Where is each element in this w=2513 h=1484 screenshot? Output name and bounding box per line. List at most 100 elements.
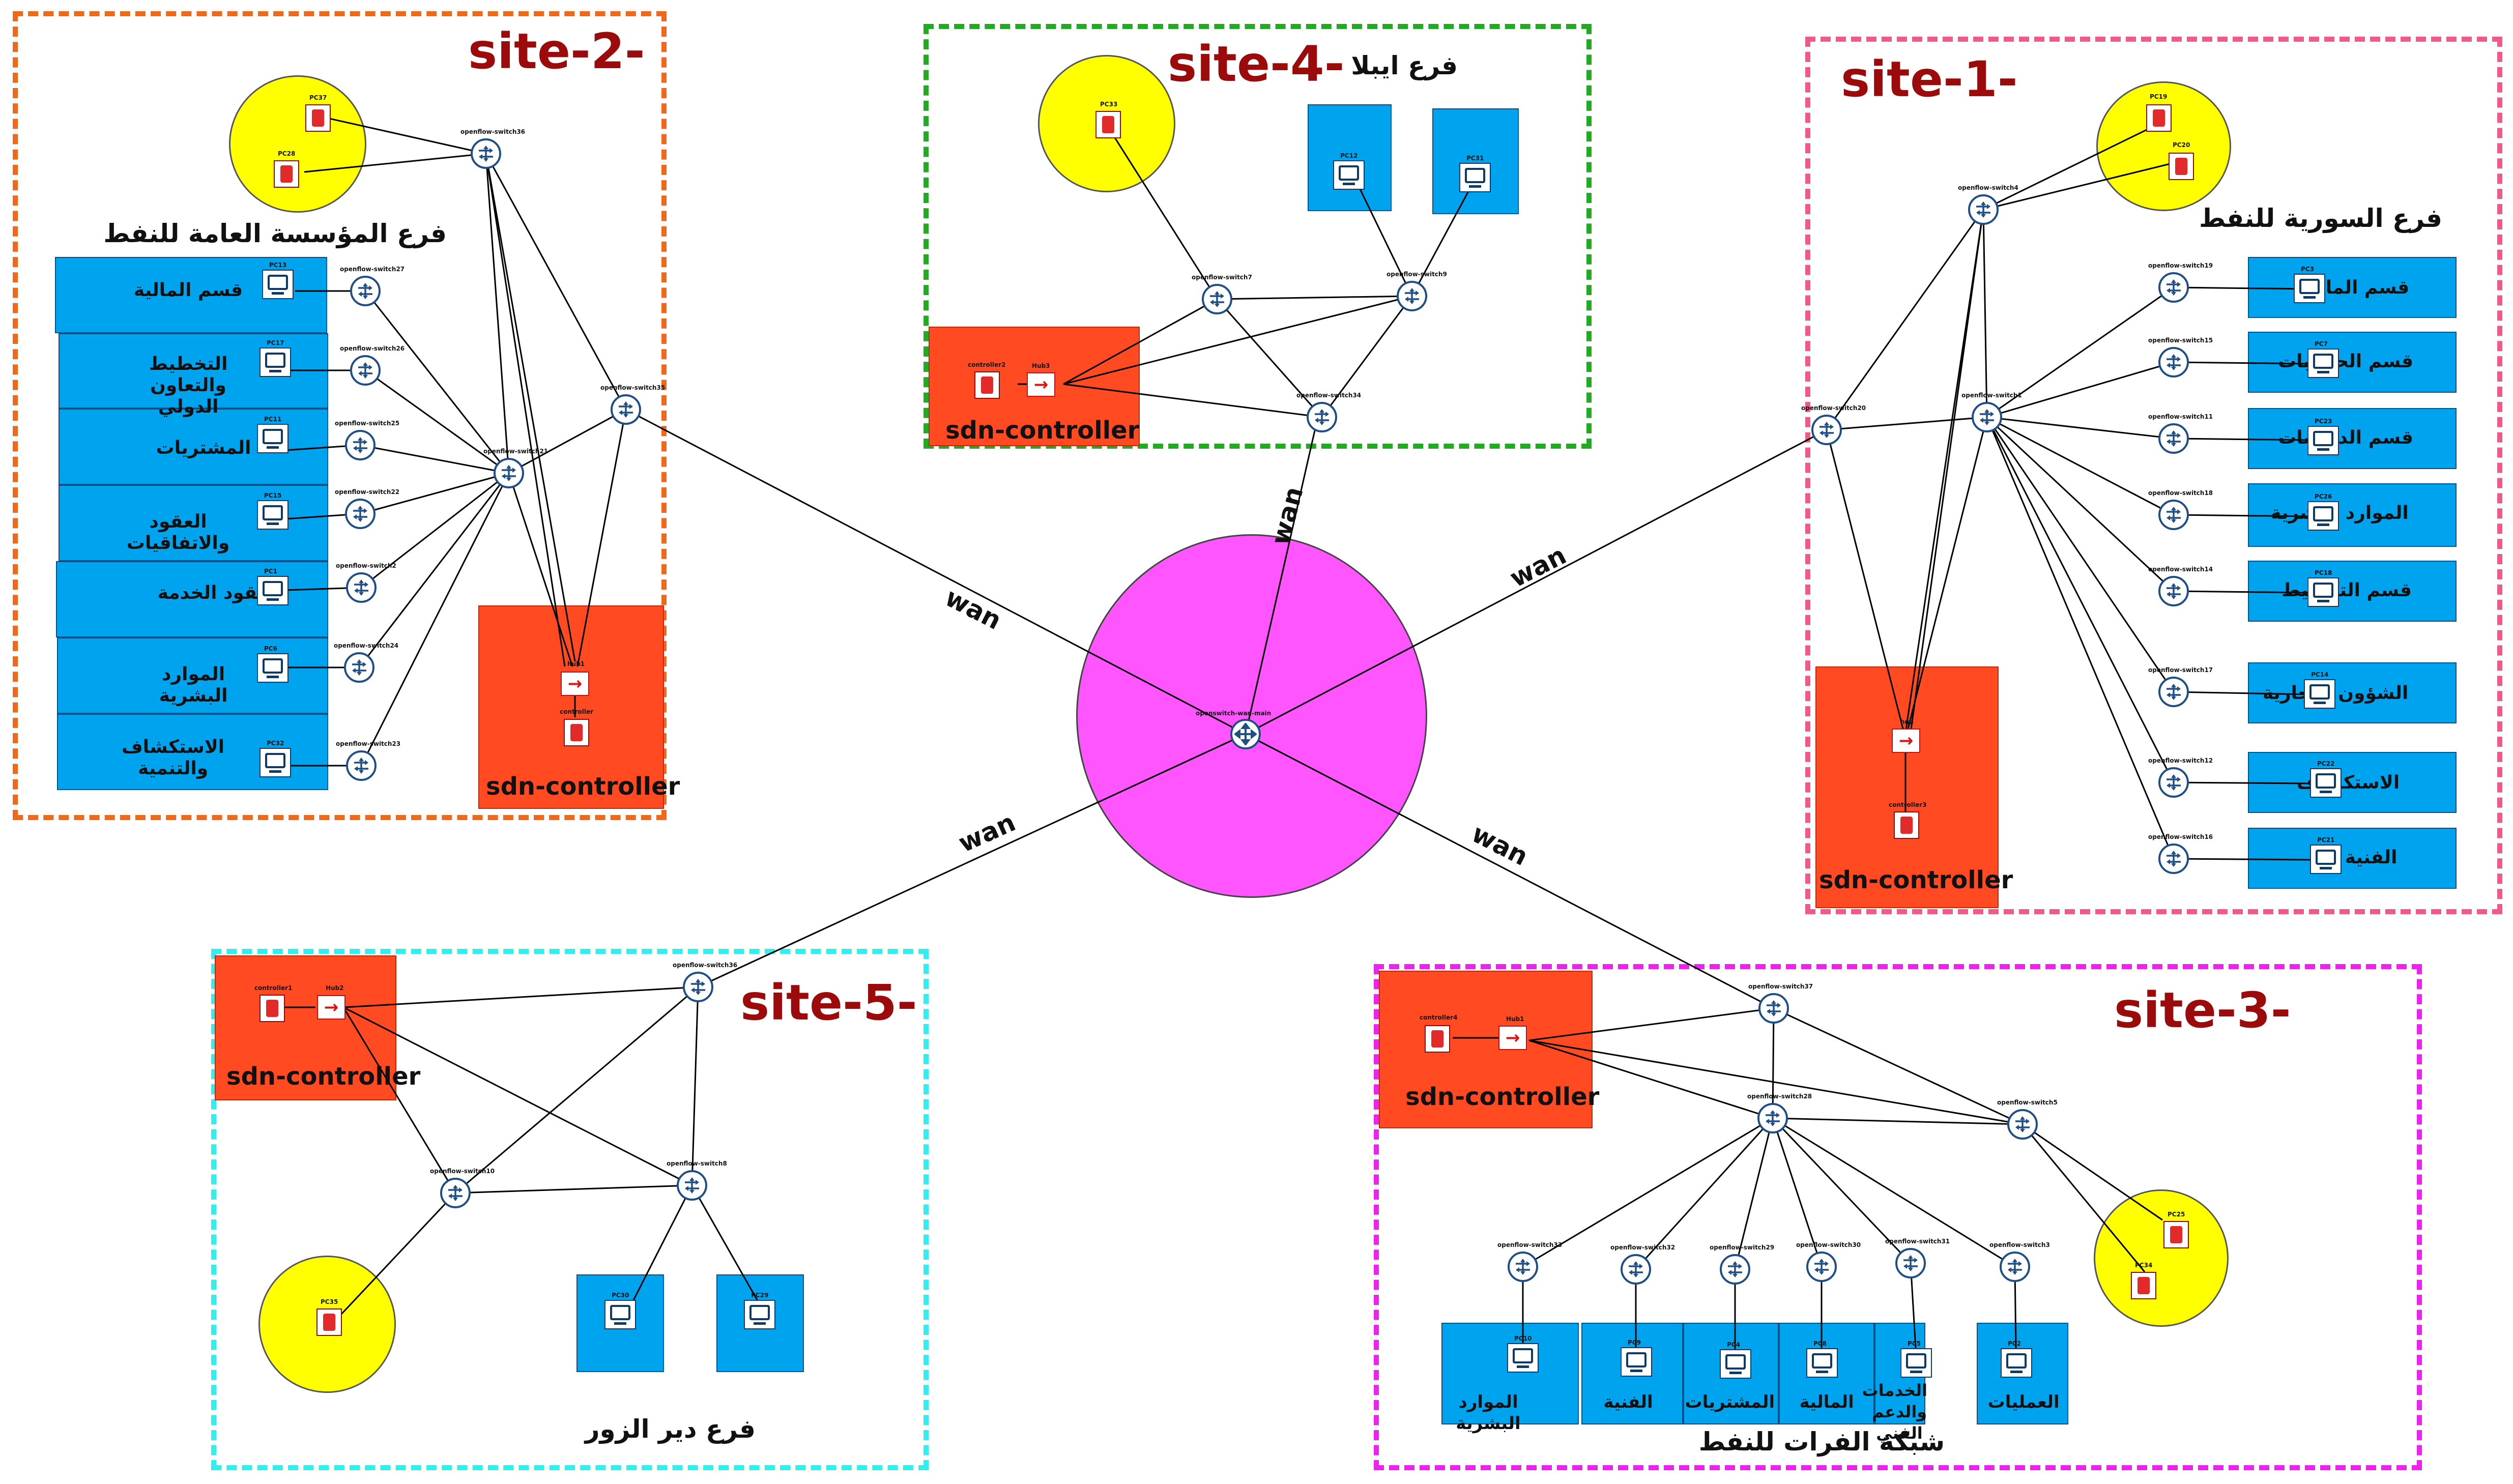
site-1-pc-cloud (2096, 81, 2231, 211)
site-4-pc-1-icon[interactable] (1459, 163, 1491, 192)
site3-switch-7-icon[interactable] (1895, 1248, 1926, 1278)
site2-switch-1-icon[interactable] (611, 394, 641, 425)
site1-dept-4-name: قسم التخطيط (2281, 580, 2412, 601)
site2-switch-0-icon[interactable] (471, 138, 501, 169)
site2-switch-6-icon[interactable] (345, 499, 375, 529)
site2-dept-2-pc-icon[interactable] (257, 424, 288, 453)
site2-switch-3-icon[interactable] (350, 276, 381, 306)
site4-switch-0-icon[interactable] (1202, 284, 1232, 314)
site2-switch-4-icon[interactable] (350, 355, 381, 386)
site4-switch-2-icon[interactable] (1307, 402, 1337, 432)
site5-switch-1-icon[interactable] (440, 1178, 471, 1208)
site3-switch-2-icon[interactable] (2007, 1109, 2038, 1140)
site2-switch-8-icon[interactable] (344, 652, 374, 683)
site1-switch-9-icon[interactable] (2158, 767, 2189, 798)
site2-dept-0-pc-label: PC13 (269, 261, 287, 269)
site1-switch-9-label: openflow-switch12 (2148, 757, 2213, 764)
site3-dept-1-pc-icon[interactable] (1621, 1347, 1652, 1377)
site-4-frame (923, 24, 1592, 449)
site-3-title: site-3- (2114, 982, 2291, 1039)
site-5-pc-0-icon[interactable] (604, 1300, 636, 1329)
wan-cloud (1076, 534, 1427, 898)
wan-core-router-icon[interactable] (1230, 719, 1261, 749)
site5-switch-0-icon[interactable] (683, 972, 713, 1002)
site1-dept-2-pc-icon[interactable] (2307, 426, 2339, 455)
site1-switch-6-icon[interactable] (2158, 500, 2189, 530)
site3-dept-2-pc-icon[interactable] (1720, 1349, 1751, 1379)
site-1-hub-icon[interactable]: → (1892, 729, 1920, 753)
site1-dept-5-name: الشؤون التجارية (2262, 683, 2409, 704)
site2-switch-7-icon[interactable] (346, 572, 377, 603)
site-4-controller-server-icon[interactable] (974, 371, 1000, 399)
site1-dept-0-pc-icon[interactable] (2294, 274, 2325, 303)
site3-switch-6-icon[interactable] (1806, 1252, 1837, 1282)
site-4-hub-icon[interactable]: → (1027, 372, 1055, 397)
site3-dept-0-pc-icon[interactable] (1507, 1343, 1539, 1373)
site1-switch-1-icon[interactable] (1811, 415, 1842, 445)
site2-switch-2-icon[interactable] (494, 458, 524, 488)
site2-dept-0-pc-icon[interactable] (262, 270, 294, 299)
site-4-pc-box-1 (1432, 108, 1519, 214)
site2-dept-5-name: الموارد البشرية (159, 664, 228, 706)
wan-core-label: openswitch-wan-main (1196, 710, 1272, 717)
site1-dept-3-pc-icon[interactable] (2307, 501, 2339, 531)
site1-dept-5-pc-icon[interactable] (2304, 679, 2335, 709)
site-3-cloud-pc-0-icon[interactable] (2163, 1221, 2189, 1248)
site-1-cloud-pc-1-icon[interactable] (2169, 153, 2194, 180)
site3-dept-5-pc-icon[interactable] (2001, 1348, 2032, 1378)
site-3-cloud-pc-1-icon[interactable] (2131, 1272, 2156, 1299)
site3-switch-1-icon[interactable] (1757, 1103, 1788, 1133)
site-2-hub-icon[interactable]: → (561, 672, 589, 696)
site3-switch-4-icon[interactable] (1621, 1254, 1651, 1285)
site3-switch-5-icon[interactable] (1720, 1254, 1750, 1285)
site-5-controller-server-icon[interactable] (259, 995, 285, 1022)
site1-dept-1-name: قسم الحسابات (2277, 351, 2414, 372)
site1-dept-4-pc-icon[interactable] (2307, 577, 2339, 607)
site1-dept-1-pc-icon[interactable] (2307, 348, 2339, 378)
site2-switch-9-icon[interactable] (346, 750, 377, 781)
site-5-hub-label: Hub2 (326, 984, 344, 992)
site1-switch-3-icon[interactable] (2158, 272, 2189, 303)
site2-switch-5-icon[interactable] (345, 430, 375, 460)
site1-switch-5-icon[interactable] (2158, 423, 2189, 454)
site-1-cloud-pc-0-icon[interactable] (2146, 104, 2172, 132)
site3-dept-4-pc-icon[interactable] (1900, 1348, 1932, 1378)
site-5-cloud-pc-0-icon[interactable] (316, 1308, 342, 1336)
site3-switch-8-icon[interactable] (2000, 1252, 2030, 1282)
site4-switch-1-icon[interactable] (1397, 281, 1427, 311)
site3-switch-3-icon[interactable] (1508, 1252, 1538, 1282)
site-5-pc-1-icon[interactable] (744, 1300, 775, 1329)
site5-switch-2-icon[interactable] (677, 1170, 707, 1201)
site3-switch-0-icon[interactable] (1758, 993, 1789, 1024)
site-3-controller-server-icon[interactable] (1425, 1025, 1450, 1053)
site1-switch-7-icon[interactable] (2158, 576, 2189, 606)
site3-dept-3-pc-icon[interactable] (1806, 1348, 1838, 1378)
site1-switch-10-icon[interactable] (2158, 843, 2189, 874)
site-4-pc-0-icon[interactable] (1333, 160, 1365, 190)
site2-dept-1-pc-icon[interactable] (259, 347, 291, 377)
site-5-hub-icon[interactable]: → (317, 995, 345, 1020)
site1-switch-0-icon[interactable] (1968, 194, 1999, 225)
site1-dept-7-pc-icon[interactable] (2310, 845, 2342, 874)
site-2-cloud-pc-1-icon[interactable] (274, 160, 299, 188)
site3-switch-1-label: openflow-switch28 (1747, 1093, 1812, 1100)
site-2-controller-server-icon[interactable] (564, 719, 589, 746)
site2-dept-6-pc-icon[interactable] (259, 748, 291, 777)
site-4-cloud-pc-0-icon[interactable] (1095, 111, 1121, 138)
site2-dept-4-pc-icon[interactable] (257, 576, 288, 605)
site2-dept-3-pc-label: PC15 (264, 492, 282, 499)
site-3-hub-icon[interactable]: → (1498, 1026, 1527, 1050)
site2-dept-5-pc-icon[interactable] (257, 653, 288, 683)
site2-dept-4-name: عقود الخدمة (157, 583, 270, 603)
site3-switch-3-label: openflow-switch33 (1497, 1241, 1563, 1248)
site1-switch-4-icon[interactable] (2158, 347, 2189, 377)
site1-dept-6-pc-icon[interactable] (2310, 768, 2342, 798)
site-1-controller-server-icon[interactable] (1894, 811, 1919, 839)
site1-switch-8-icon[interactable] (2158, 677, 2189, 707)
site2-switch-2-label: openflow-switch21 (483, 448, 548, 455)
site2-dept-3-pc-icon[interactable] (257, 500, 288, 530)
site-2-cloud-pc-0-icon[interactable] (305, 104, 331, 132)
site1-switch-2-icon[interactable] (1972, 402, 2002, 432)
site3-dept-4-pc-label: PC5 (1908, 1340, 1921, 1347)
